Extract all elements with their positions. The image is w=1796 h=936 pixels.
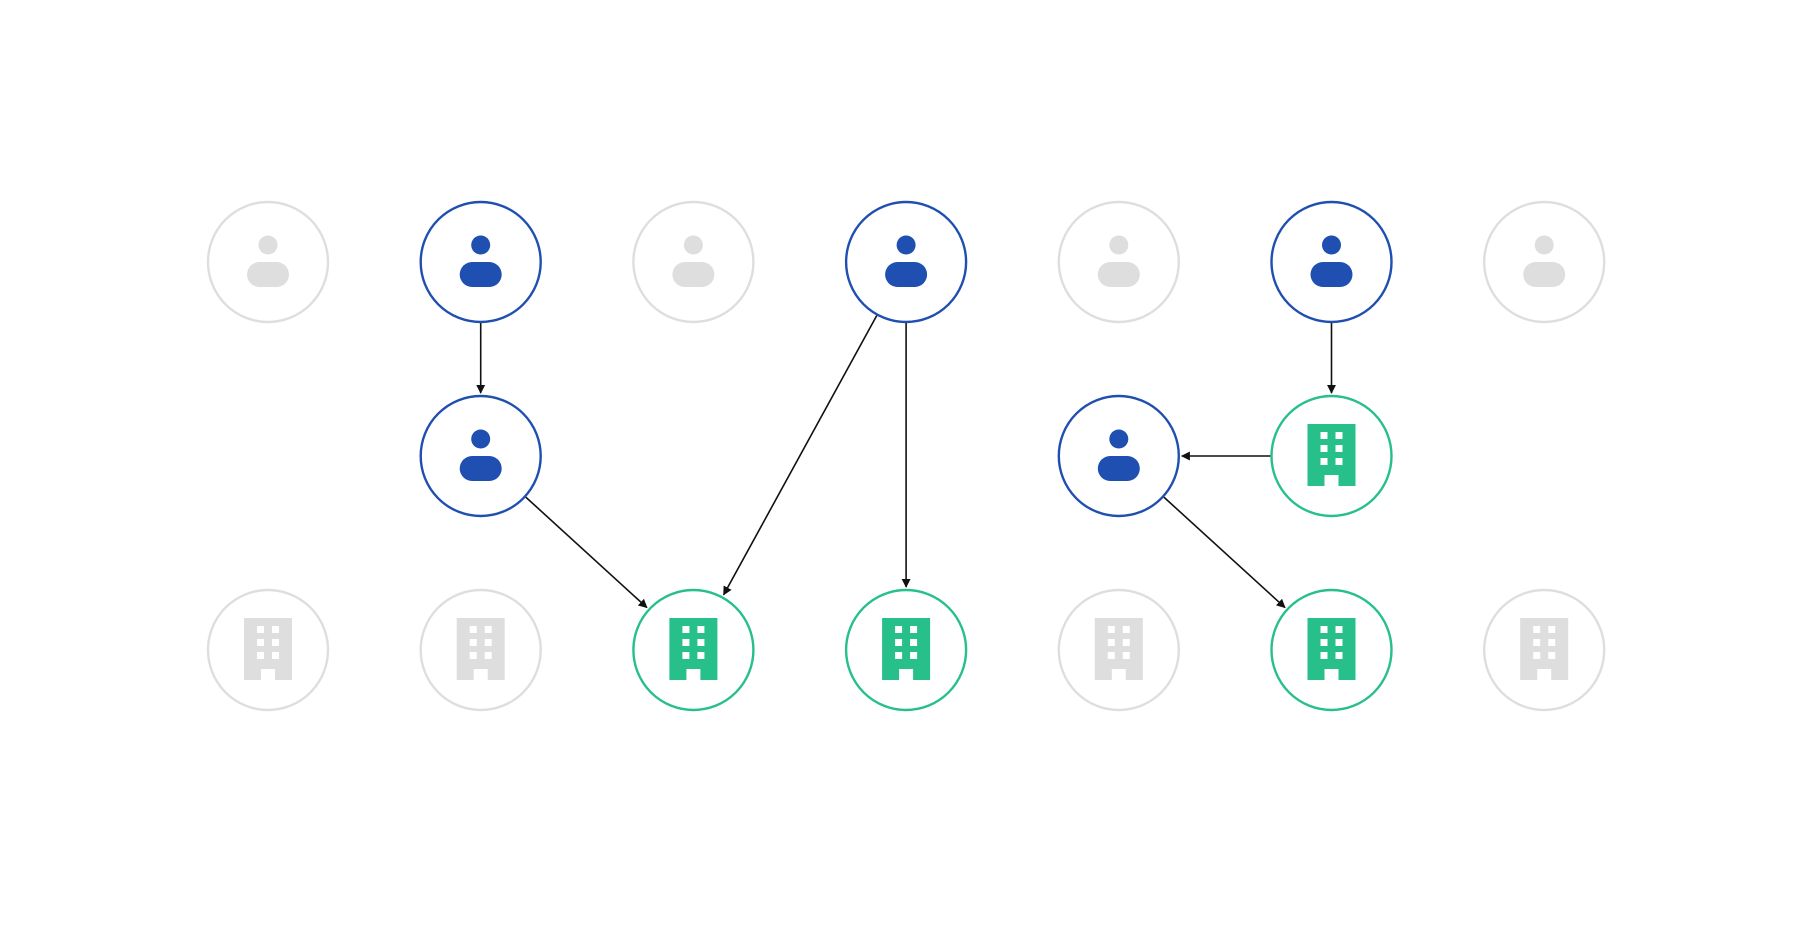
edge-m1-to-c3 (525, 496, 648, 609)
building-icon (1520, 618, 1569, 680)
building-icon (882, 618, 931, 680)
company-node-c7 (1482, 588, 1606, 712)
person-node-m1 (419, 394, 542, 518)
person-node-p4 (844, 200, 968, 324)
person-icon (459, 429, 502, 481)
edges-layer (476, 315, 1336, 609)
building-icon (456, 618, 505, 680)
building-icon (244, 618, 292, 680)
person-icon (885, 235, 928, 287)
person-node-p3 (632, 200, 755, 324)
person-icon (459, 235, 502, 287)
company-node-c4 (844, 588, 968, 712)
nodes-layer (206, 200, 1606, 712)
person-node-p7 (1482, 200, 1606, 324)
person-icon (1310, 235, 1353, 287)
person-node-p2 (419, 200, 542, 324)
edge-m2-to-c6 (1163, 496, 1286, 609)
person-node-p6 (1270, 200, 1393, 324)
person-node-p1 (206, 200, 330, 324)
person-node-m2 (1057, 394, 1181, 518)
person-icon (1097, 429, 1140, 481)
company-node-c1 (206, 588, 330, 712)
person-node-p5 (1057, 200, 1181, 324)
building-icon (1094, 618, 1143, 680)
person-icon (1523, 235, 1566, 287)
company-node-c5 (1057, 588, 1181, 712)
building-icon (1307, 618, 1356, 680)
person-icon (672, 235, 715, 287)
person-icon (247, 235, 289, 287)
edge-p4-to-c3 (722, 315, 878, 596)
person-icon (1097, 235, 1140, 287)
company-node-c6 (1270, 588, 1393, 712)
company-node-c2 (419, 588, 542, 712)
building-icon (669, 618, 718, 680)
building-icon (1307, 424, 1356, 486)
company-node-c3 (632, 588, 755, 712)
company-node-m3 (1270, 394, 1393, 518)
